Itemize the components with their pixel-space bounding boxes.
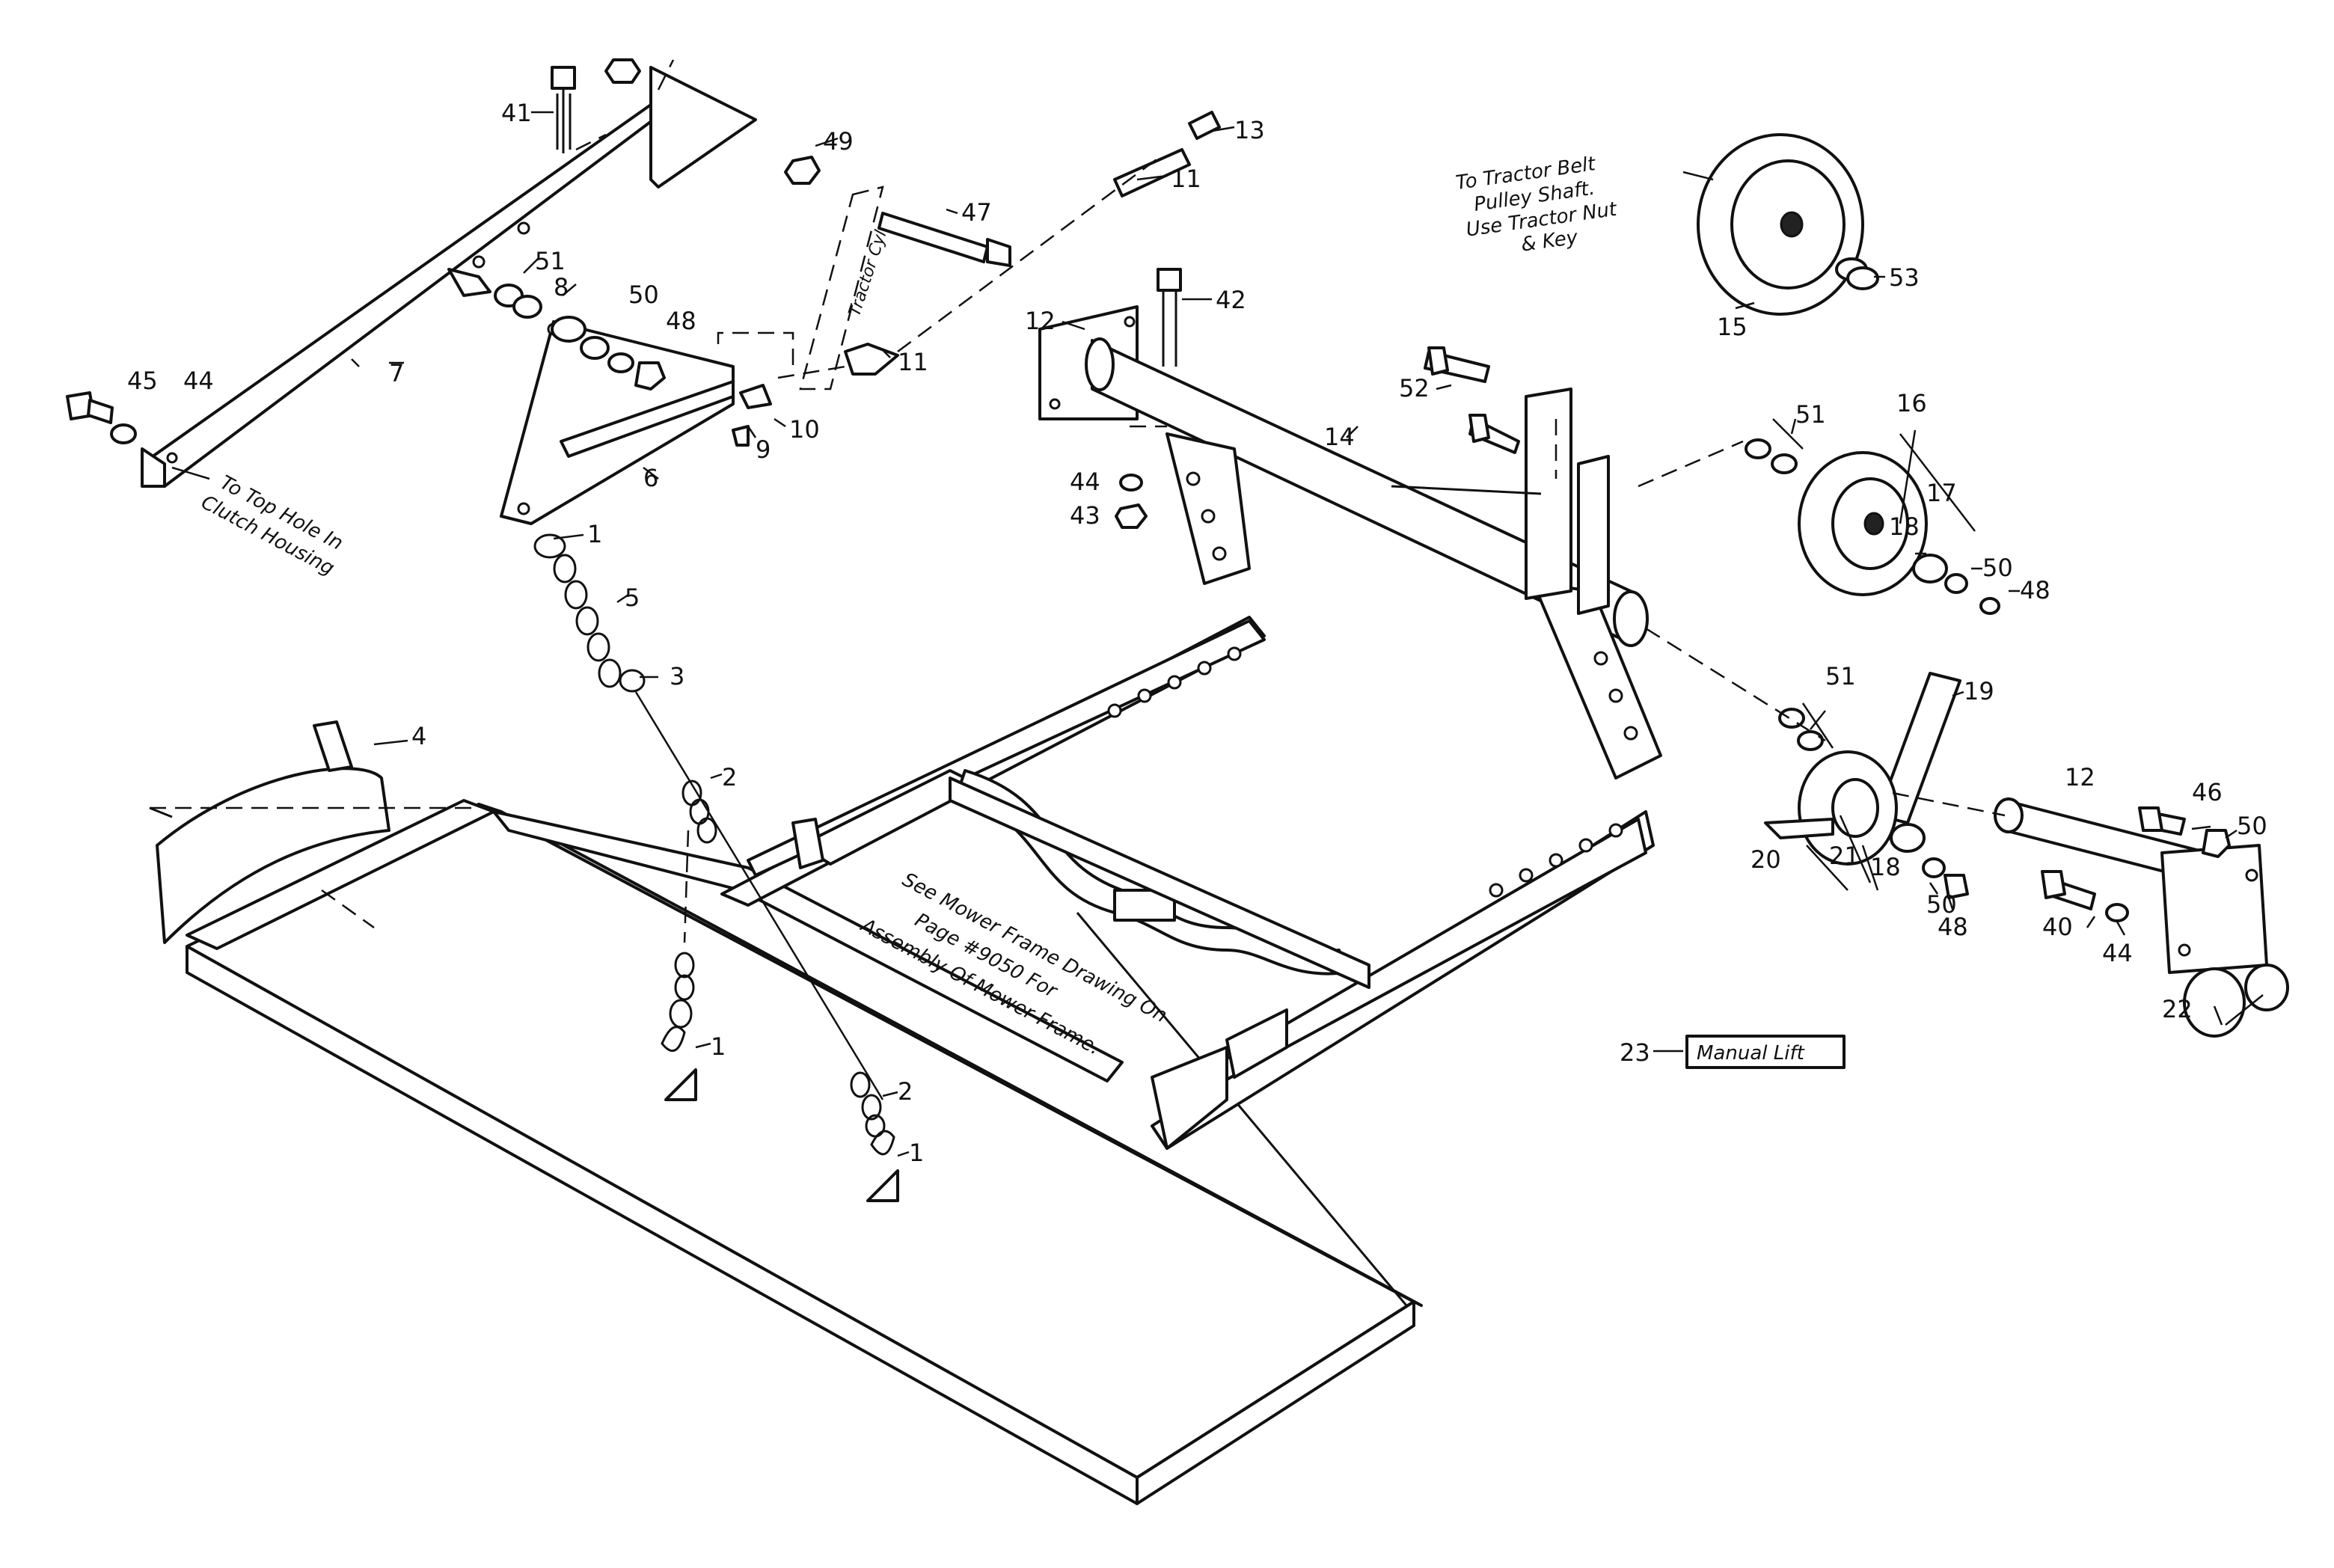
pulley-16 [1745, 438, 2000, 615]
callout-50b: 50 [2237, 812, 2267, 840]
callout-2a: 2 [722, 763, 737, 791]
callout-44b: 44 [1070, 468, 1100, 496]
callout-42: 42 [1216, 286, 1246, 314]
callout-49: 49 [823, 127, 854, 156]
right-rail-holes [1489, 823, 1623, 898]
callout-12b: 12 [2065, 763, 2095, 791]
callout-labels: 41 49 13 11 47 12 42 53 15 51 8 50 48 45… [127, 99, 2267, 1167]
shield-part-4 [149, 720, 479, 944]
leader-lines [351, 111, 2264, 1157]
callout-1a: 1 [587, 520, 602, 548]
callout-50c: 50 [1926, 890, 1957, 919]
callout-11b: 11 [898, 348, 928, 376]
callout-5: 5 [625, 584, 640, 612]
callout-15: 15 [1717, 313, 1748, 341]
note-clutch-housing: To Top Hole In Clutch Housing [197, 471, 346, 580]
callout-50a: 50 [628, 281, 659, 309]
callout-48a: 48 [666, 307, 696, 335]
callout-44c: 44 [2102, 939, 2133, 967]
callout-41: 41 [501, 99, 532, 127]
callout-47: 47 [961, 198, 992, 227]
callout-13: 13 [1234, 116, 1265, 144]
link-part-6 [500, 320, 735, 525]
callout-51c: 51 [1795, 400, 1826, 429]
callout-45: 45 [127, 367, 158, 395]
callout-19: 19 [1964, 677, 1994, 705]
callout-14: 14 [1324, 423, 1355, 451]
mower-deck [186, 799, 1423, 1505]
left-rail-holes [1107, 646, 1242, 718]
arm-part-7 [141, 66, 757, 488]
assembly-lines [575, 59, 2006, 817]
callout-22: 22 [2162, 995, 2193, 1023]
callout-16: 16 [1896, 389, 1927, 417]
manual-lift-label: Manual Lift [1685, 1035, 1846, 1069]
callout-18a: 18 [1889, 512, 1920, 541]
callout-9: 9 [756, 435, 771, 464]
callout-43: 43 [1070, 501, 1100, 530]
callout-48b: 48 [1938, 913, 1968, 941]
callout-1c: 1 [909, 1139, 924, 1167]
callout-8: 8 [554, 273, 569, 301]
hardware [66, 58, 2231, 922]
callout-51a: 51 [535, 247, 566, 275]
callout-1b: 1 [711, 1032, 726, 1061]
callout-2b: 2 [898, 1077, 913, 1106]
callout-53: 53 [1889, 263, 1920, 292]
callout-10: 10 [789, 415, 820, 444]
callout-52: 52 [1399, 374, 1430, 402]
tractor-cylinder [799, 186, 884, 391]
callout-12: 12 [1025, 307, 1056, 335]
note-tractor-belt: To Tractor Belt Pulley Shaft. Use Tracto… [1454, 153, 1619, 257]
callout-46: 46 [2192, 778, 2223, 806]
callout-6: 6 [643, 464, 658, 492]
lift-shaft-14 [1038, 305, 1662, 780]
callout-11: 11 [1171, 165, 1201, 193]
lift-chains [533, 533, 899, 1202]
callout-21: 21 [1829, 842, 1860, 870]
callout-20: 20 [1750, 845, 1781, 874]
callout-23: 23 [1620, 1038, 1650, 1067]
callout-3: 3 [670, 662, 684, 690]
callout-4: 4 [411, 722, 426, 750]
callout-7: 7 [389, 359, 404, 388]
pulley-15 [1697, 133, 1868, 316]
callout-51b: 51 [1825, 662, 1856, 690]
mower-frame [720, 616, 1655, 1150]
callout-40: 40 [2042, 913, 2073, 941]
callout-17: 17 [1926, 479, 1957, 507]
idler-assembly [1764, 672, 1969, 899]
manual-lift-text: Manual Lift [1697, 1042, 1805, 1065]
callout-18b: 18 [1870, 853, 1901, 881]
callout-50d: 50 [1982, 554, 2013, 582]
callout-44a: 44 [183, 367, 214, 395]
callout-48c: 48 [2020, 576, 2050, 604]
